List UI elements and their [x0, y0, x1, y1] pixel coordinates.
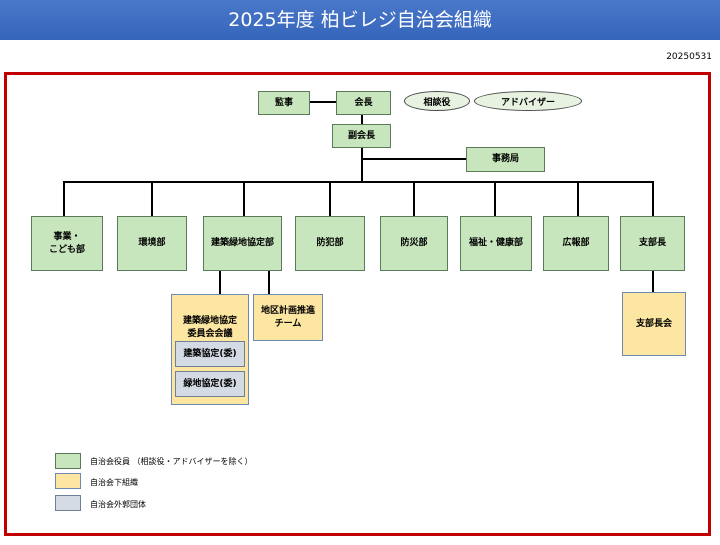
connector-vice-main	[361, 148, 363, 182]
dept-welfare-health: 福祉・健康部	[460, 216, 532, 271]
auditor-box: 監事	[258, 91, 310, 115]
connector-dept-4	[329, 181, 331, 216]
dept-public-relations: 広報部	[543, 216, 609, 271]
secretariat-box: 事務局	[466, 147, 545, 172]
connector-dept-7	[577, 181, 579, 216]
green-agreement-box: 緑地協定(委)	[175, 371, 245, 397]
connector-building-committee	[219, 270, 221, 294]
connector-president-vice	[361, 112, 363, 126]
dept-environment: 環境部	[117, 216, 187, 271]
legend-label-officer: 自治会役員 （相談役・アドバイザーを除く）	[90, 457, 253, 466]
connector-dept-3	[243, 181, 245, 216]
connector-dept-5	[413, 181, 415, 216]
connector-departments-bus	[63, 181, 653, 183]
document-date: 20250531	[666, 52, 712, 62]
connector-branch-meeting	[652, 270, 654, 292]
page-title: 2025年度 柏ビレジ自治会組織	[228, 9, 492, 31]
building-committee-title: 建築緑地協定 委員会会議	[182, 316, 237, 339]
connector-dept-1	[63, 181, 65, 216]
legend-swatch-external	[55, 495, 81, 511]
legend-swatch-sub-org	[55, 473, 81, 489]
district-plan-team-box: 地区計画推進 チーム	[253, 294, 323, 341]
dept-building-green: 建築緑地協定部	[203, 216, 282, 271]
connector-dept-8	[652, 181, 654, 216]
branch-meeting-box: 支部長会	[622, 292, 686, 356]
connector-district-team	[268, 270, 270, 294]
branch-head-box: 支部長	[620, 216, 685, 271]
connector-secretariat	[362, 158, 466, 160]
connector-auditor-president	[310, 101, 336, 103]
vice-president-box: 副会長	[332, 124, 391, 148]
header-banner	[0, 0, 720, 40]
legend-label-sub-org: 自治会下組織	[90, 478, 138, 487]
org-chart-frame	[4, 72, 711, 536]
connector-dept-6	[494, 181, 496, 216]
dept-events-children: 事業・ こども部	[31, 216, 103, 271]
legend-label-external: 自治会外郭団体	[90, 500, 146, 509]
consultant-oval: 相談役	[404, 91, 470, 111]
president-box: 会長	[336, 91, 391, 115]
advisor-oval: アドバイザー	[474, 91, 582, 111]
connector-dept-2	[151, 181, 153, 216]
dept-disaster-prevention: 防災部	[380, 216, 448, 271]
building-agreement-box: 建築協定(委)	[175, 341, 245, 367]
dept-crime-prevention: 防犯部	[295, 216, 365, 271]
legend-swatch-officer	[55, 453, 81, 469]
